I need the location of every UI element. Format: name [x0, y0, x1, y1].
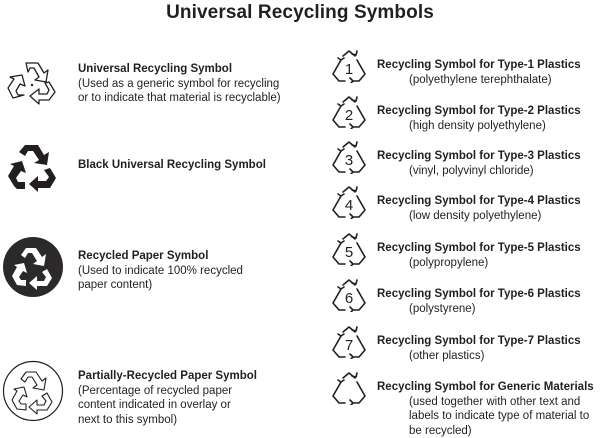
item-heading: Universal Recycling Symbol: [78, 62, 308, 77]
plastic-type-6-icon: 6: [330, 278, 368, 312]
item-desc-line: (vinyl, polyvinyl chloride): [377, 164, 599, 179]
recycled-paper-text: Recycled Paper Symbol (Used to indicate …: [78, 249, 308, 293]
plastic-type-1-icon: 1: [330, 49, 368, 83]
plastic-symbol-text: Recycling Symbol for Type-1 Plastics(pol…: [377, 58, 599, 87]
plastic-type-number: 1: [345, 61, 353, 78]
item-desc-line: paper content): [78, 278, 308, 293]
recycled-paper-icon: [2, 236, 64, 298]
item-desc-line: (Used as a generic symbol for recycling: [78, 77, 308, 92]
generic-materials-recycling-icon: [330, 371, 368, 405]
page-title: Universal Recycling Symbols: [0, 2, 600, 24]
item-heading: Black Universal Recycling Symbol: [78, 158, 308, 173]
plastic-symbol-text: Recycling Symbol for Type-3 Plastics(vin…: [377, 149, 599, 178]
item-desc-line: (other plastics): [377, 349, 599, 364]
plastic-type-number: 4: [345, 197, 353, 214]
plastic-type-number: 7: [345, 337, 353, 354]
plastic-symbol-text: Recycling Symbol for Type-7 Plastics(oth…: [377, 334, 599, 363]
partially-recycled-paper-text: Partially-Recycled Paper Symbol (Percent…: [78, 369, 308, 427]
item-heading: Recycling Symbol for Type-7 Plastics: [377, 334, 599, 349]
item-desc-line: (used together with other text and: [377, 395, 599, 410]
plastic-type-number: 2: [345, 107, 353, 124]
plastic-type-number: 6: [345, 290, 353, 307]
item-desc-line: (polypropylene): [377, 256, 599, 271]
item-desc-line: (Percentage of recycled paper: [78, 384, 308, 399]
item-desc-line: be recycled): [377, 424, 599, 438]
plastic-type-number: 3: [345, 152, 353, 169]
item-desc-line: or to indicate that material is recyclab…: [78, 91, 308, 106]
universal-recycling-text: Universal Recycling Symbol (Used as a ge…: [78, 62, 308, 106]
plastic-type-number: 5: [345, 244, 353, 261]
plastic-symbol-text: Recycling Symbol for Type-5 Plastics(pol…: [377, 241, 599, 270]
plastic-type-7-icon: 7: [330, 325, 368, 359]
plastic-symbol-text: Recycling Symbol for Type-6 Plastics(pol…: [377, 287, 599, 316]
universal-recycling-outline-icon: [6, 55, 58, 107]
plastic-type-4-icon: 4: [330, 185, 368, 219]
plastic-type-2-icon: 2: [330, 95, 368, 129]
plastic-symbol-text: Recycling Symbol for Type-4 Plastics(low…: [377, 194, 599, 223]
plastic-symbol-text: Recycling Symbol for Generic Materials(u…: [377, 380, 599, 438]
item-desc-line: (high density polyethylene): [377, 119, 599, 134]
item-desc-line: next to this symbol): [78, 413, 308, 428]
item-desc-line: (polyethylene terephthalate): [377, 73, 599, 88]
item-heading: Recycled Paper Symbol: [78, 249, 308, 264]
partially-recycled-paper-icon: [2, 360, 64, 422]
item-heading: Recycling Symbol for Type-2 Plastics: [377, 104, 599, 119]
item-heading: Recycling Symbol for Type-5 Plastics: [377, 241, 599, 256]
item-desc-line: content indicated in overlay or: [78, 398, 308, 413]
item-heading: Partially-Recycled Paper Symbol: [78, 369, 308, 384]
plastic-type-3-icon: 3: [330, 140, 368, 174]
item-heading: Recycling Symbol for Type-4 Plastics: [377, 194, 599, 209]
item-desc-line: (polystyrene): [377, 302, 599, 317]
item-heading: Recycling Symbol for Type-1 Plastics: [377, 58, 599, 73]
item-desc-line: labels to indicate type of material to: [377, 409, 599, 424]
item-heading: Recycling Symbol for Type-6 Plastics: [377, 287, 599, 302]
item-desc-line: (Used to indicate 100% recycled: [78, 264, 308, 279]
black-universal-recycling-icon: [6, 142, 58, 192]
black-universal-recycling-text: Black Universal Recycling Symbol: [78, 158, 308, 173]
item-desc-line: (low density polyethylene): [377, 209, 599, 224]
plastic-type-5-icon: 5: [330, 232, 368, 266]
item-heading: Recycling Symbol for Generic Materials: [377, 380, 599, 395]
item-heading: Recycling Symbol for Type-3 Plastics: [377, 149, 599, 164]
plastic-symbol-text: Recycling Symbol for Type-2 Plastics(hig…: [377, 104, 599, 133]
